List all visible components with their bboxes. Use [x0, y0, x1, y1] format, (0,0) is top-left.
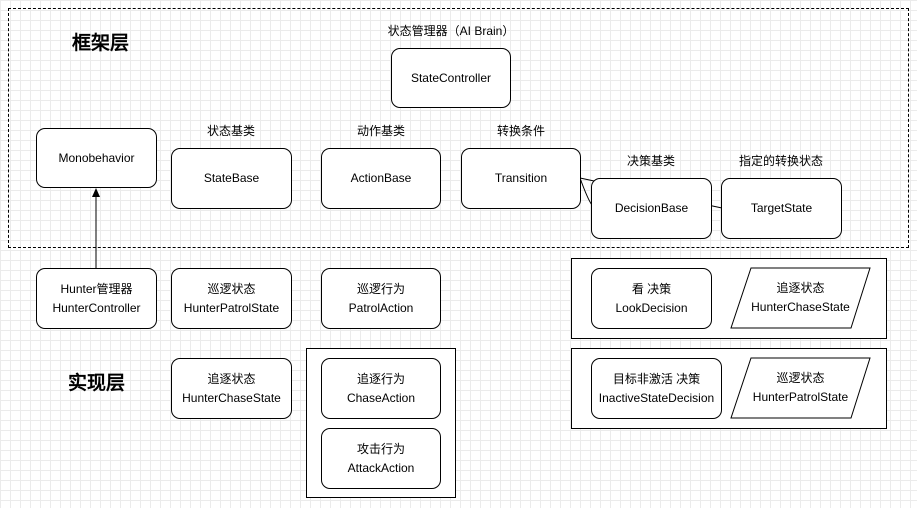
inactive-decision-node[interactable]: 目标非激活 决策 InactiveStateDecision — [591, 358, 722, 419]
look-target-node[interactable]: 追逐状态 HunterChaseState — [731, 268, 870, 328]
action-base-caption: 动作基类 — [356, 124, 406, 138]
hunter-chase-state-en: HunterChaseState — [182, 390, 281, 405]
chase-action-en: ChaseAction — [346, 390, 416, 405]
decision-base-label: DecisionBase — [614, 201, 689, 215]
state-base-caption: 状态基类 — [206, 124, 256, 138]
inactive-decision-en: InactiveStateDecision — [598, 390, 715, 405]
brain-caption: 状态管理器（AI Brain） — [387, 24, 515, 38]
look-decision-node[interactable]: 看 决策 LookDecision — [591, 268, 712, 329]
chase-action-node[interactable]: 追逐行为 ChaseAction — [321, 358, 441, 419]
monobehavior-node[interactable]: Monobehavior — [36, 128, 157, 188]
framework-layer-frame — [8, 8, 909, 248]
state-controller-label: StateController — [410, 70, 492, 85]
state-controller-node[interactable]: StateController — [391, 48, 511, 108]
action-base-node[interactable]: ActionBase — [321, 148, 441, 209]
look-target-en: HunterChaseState — [751, 300, 850, 314]
framework-layer-title: 框架层 — [72, 33, 130, 54]
target-state-caption: 指定的转换状态 — [738, 154, 824, 168]
hunter-patrol-state-en: HunterPatrolState — [183, 300, 280, 315]
hunter-controller-en: HunterController — [52, 300, 141, 315]
transition-node[interactable]: Transition — [461, 148, 581, 209]
inactive-target-en: HunterPatrolState — [752, 390, 849, 404]
patrol-action-cn: 巡逻行为 — [356, 281, 405, 296]
patrol-action-node[interactable]: 巡逻行为 PatrolAction — [321, 268, 441, 329]
look-decision-cn: 看 决策 — [631, 281, 672, 296]
patrol-action-en: PatrolAction — [348, 300, 414, 315]
state-base-label: StateBase — [203, 171, 260, 185]
hunter-chase-state-node[interactable]: 追逐状态 HunterChaseState — [171, 358, 292, 419]
monobehavior-label: Monobehavior — [58, 150, 135, 165]
decision-base-node[interactable]: DecisionBase — [591, 178, 712, 239]
inactive-target-cn: 巡逻状态 — [776, 371, 825, 385]
inactive-target-shape[interactable] — [730, 357, 871, 419]
hunter-controller-cn: Hunter管理器 — [60, 281, 133, 296]
action-base-label: ActionBase — [350, 171, 412, 185]
attack-action-en: AttackAction — [347, 460, 415, 475]
hunter-chase-state-cn: 追逐状态 — [207, 371, 256, 386]
target-state-node[interactable]: TargetState — [721, 178, 842, 239]
target-state-label: TargetState — [750, 201, 813, 215]
transition-label: Transition — [494, 171, 548, 185]
inactive-target-node[interactable]: 巡逻状态 HunterPatrolState — [731, 358, 870, 418]
look-target-shape[interactable] — [730, 267, 871, 329]
attack-action-cn: 攻击行为 — [356, 441, 405, 456]
decision-base-caption: 决策基类 — [626, 154, 676, 168]
transition-caption: 转换条件 — [496, 124, 546, 138]
hunter-patrol-state-node[interactable]: 巡逻状态 HunterPatrolState — [171, 268, 292, 329]
chase-action-cn: 追逐行为 — [356, 371, 405, 386]
attack-action-node[interactable]: 攻击行为 AttackAction — [321, 428, 441, 489]
inactive-decision-cn: 目标非激活 决策 — [612, 371, 701, 386]
hunter-controller-node[interactable]: Hunter管理器 HunterController — [36, 268, 157, 329]
look-target-cn: 追逐状态 — [776, 281, 825, 295]
look-decision-en: LookDecision — [615, 300, 688, 315]
implementation-layer-title: 实现层 — [68, 373, 126, 394]
hunter-patrol-state-cn: 巡逻状态 — [207, 281, 256, 296]
state-base-node[interactable]: StateBase — [171, 148, 292, 209]
